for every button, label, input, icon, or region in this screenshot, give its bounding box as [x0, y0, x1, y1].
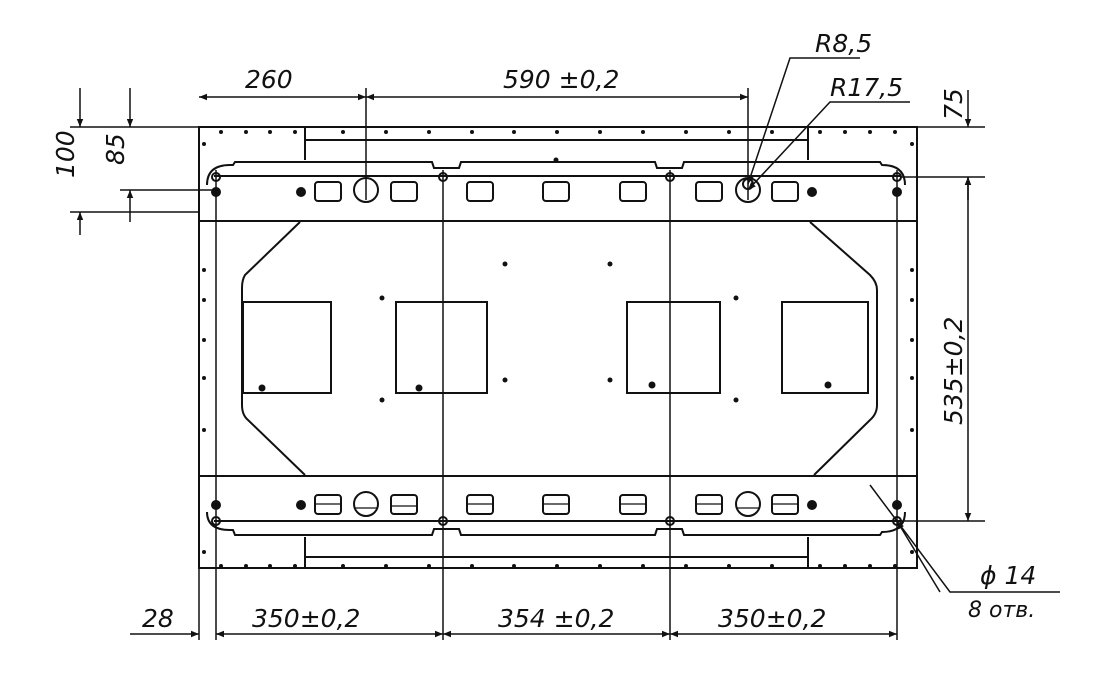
mounting-pads — [242, 301, 869, 394]
dim-r17-5: R17,5 — [830, 73, 903, 102]
dim-r8-5: R8,5 — [815, 29, 872, 58]
dim-350-left: 350±0,2 — [252, 604, 360, 633]
dim-354: 354 ±0,2 — [498, 604, 614, 633]
plate-outline — [198, 126, 918, 569]
dim-75: 75 — [939, 88, 968, 120]
mounting-holes — [211, 172, 902, 526]
dim-100: 100 — [51, 130, 80, 178]
fastener-dots — [202, 130, 914, 568]
hole-count: 8 отв. — [968, 598, 1035, 623]
dim-535: 535±0,2 — [939, 317, 968, 425]
hole-diameter: ϕ 14 — [980, 561, 1036, 590]
dimension-lines — [76, 57, 1060, 638]
dim-260: 260 — [245, 65, 293, 94]
dim-590: 590 ±0,2 — [503, 65, 619, 94]
dim-85: 85 — [101, 133, 130, 165]
dim-28: 28 — [142, 604, 174, 633]
dim-350-right: 350±0,2 — [718, 604, 826, 633]
slots — [314, 177, 799, 517]
dimension-labels: 260 590 ±0,2 R8,5 R17,5 75 535±0,2 100 8… — [51, 29, 1036, 633]
center-lines — [70, 88, 985, 640]
